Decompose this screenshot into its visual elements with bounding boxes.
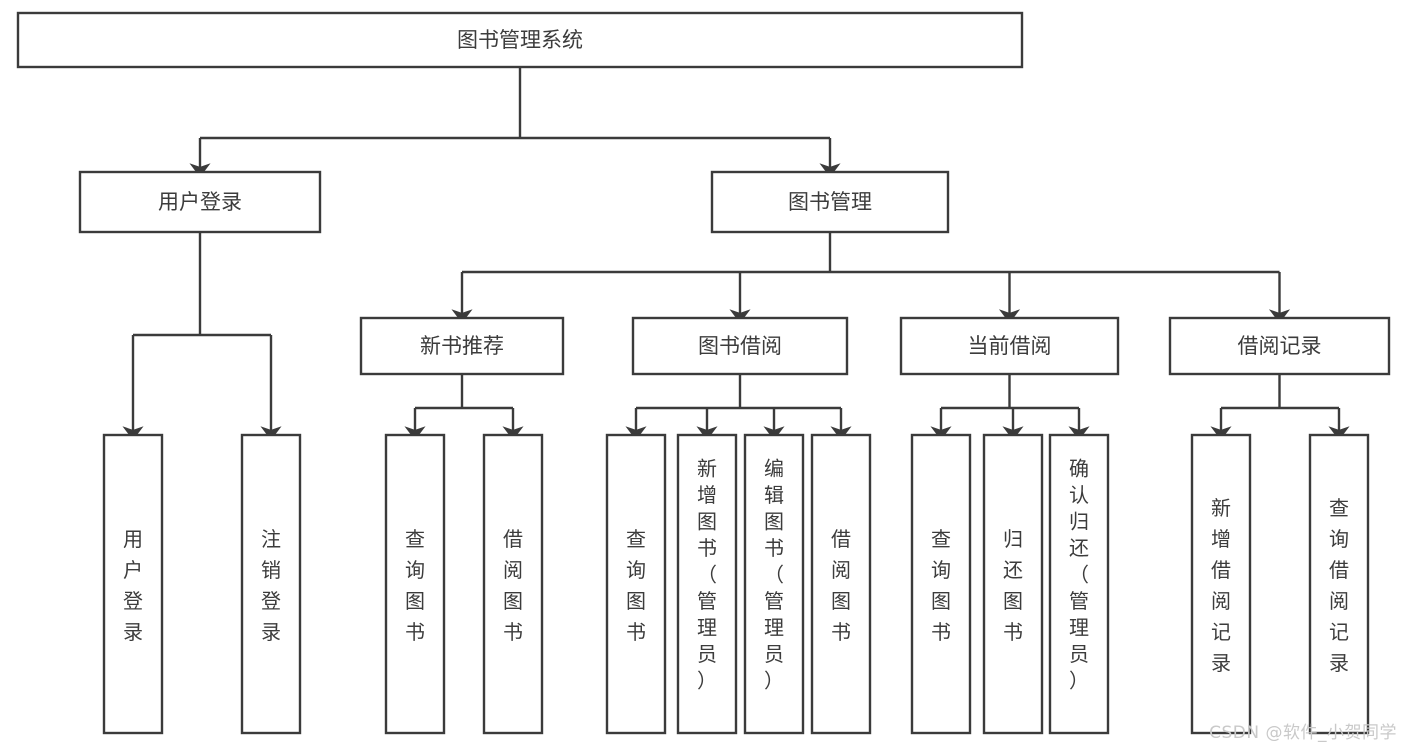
node-box-cb-return-book[interactable] xyxy=(982,433,1044,735)
node-new-book-recommend[interactable]: 新书推荐 xyxy=(359,316,565,376)
node-box-user-login-do[interactable] xyxy=(102,433,164,735)
node-bb-borrow-book[interactable]: 借阅图书 xyxy=(810,433,872,735)
node-book-borrow[interactable]: 图书借阅 xyxy=(631,316,849,376)
node-box-bb-add-book[interactable] xyxy=(676,433,738,735)
node-label-bb-edit-book: 编辑图书（管理员） xyxy=(764,457,784,693)
node-box-borrow-record[interactable] xyxy=(1168,316,1391,376)
node-label-br-query-record: 查询借阅记录 xyxy=(1329,496,1349,675)
node-box-user-login[interactable] xyxy=(78,170,322,234)
node-label-bb-add-book: 新增图书（管理员） xyxy=(697,457,717,693)
node-box-book-borrow[interactable] xyxy=(631,316,849,376)
node-box-bb-borrow-book[interactable] xyxy=(810,433,872,735)
node-bb-edit-book[interactable]: 编辑图书（管理员） xyxy=(743,433,805,735)
node-label-cb-confirm-return: 确认归还（管理员） xyxy=(1069,457,1089,693)
node-box-bb-edit-book[interactable] xyxy=(743,433,805,735)
node-box-new-book-recommend[interactable] xyxy=(359,316,565,376)
node-box-br-add-record[interactable] xyxy=(1190,433,1252,735)
node-label-borrow-record: 借阅记录 xyxy=(1238,334,1322,358)
node-box-nb-borrow-book[interactable] xyxy=(482,433,544,735)
node-bb-query-book[interactable]: 查询图书 xyxy=(605,433,667,735)
node-borrow-record[interactable]: 借阅记录 xyxy=(1168,316,1391,376)
node-box-nb-query-book[interactable] xyxy=(384,433,446,735)
node-cb-query-book[interactable]: 查询图书 xyxy=(910,433,972,735)
node-label-bb-query-book: 查询图书 xyxy=(626,527,646,644)
node-label-cb-return-book: 归还图书 xyxy=(1003,527,1023,644)
node-bb-add-book[interactable]: 新增图书（管理员） xyxy=(676,433,738,735)
node-label-user-login-do: 用户登录 xyxy=(123,527,143,644)
node-label-root: 图书管理系统 xyxy=(457,28,583,52)
node-label-nb-query-book: 查询图书 xyxy=(405,527,425,644)
node-label-book-manage: 图书管理 xyxy=(788,190,872,214)
node-label-current-borrow: 当前借阅 xyxy=(968,334,1052,358)
node-nb-query-book[interactable]: 查询图书 xyxy=(384,433,446,735)
node-label-nb-borrow-book: 借阅图书 xyxy=(503,527,523,644)
node-label-cb-query-book: 查询图书 xyxy=(931,527,951,644)
node-br-query-record[interactable]: 查询借阅记录 xyxy=(1308,433,1370,735)
node-label-new-book-recommend: 新书推荐 xyxy=(420,334,504,358)
node-box-br-query-record[interactable] xyxy=(1308,433,1370,735)
node-user-login[interactable]: 用户登录 xyxy=(78,170,322,234)
watermark-label: CSDN @软件_小贺同学 xyxy=(1209,723,1397,743)
node-box-cb-confirm-return[interactable] xyxy=(1048,433,1110,735)
node-label-user-logout: 注销登录 xyxy=(261,527,281,644)
node-user-logout[interactable]: 注销登录 xyxy=(240,433,302,735)
node-label-br-add-record: 新增借阅记录 xyxy=(1211,496,1231,675)
node-br-add-record[interactable]: 新增借阅记录 xyxy=(1190,433,1252,735)
node-cb-confirm-return[interactable]: 确认归还（管理员） xyxy=(1048,433,1110,735)
node-root[interactable]: 图书管理系统 xyxy=(16,11,1024,69)
node-cb-return-book[interactable]: 归还图书 xyxy=(982,433,1044,735)
node-box-bb-query-book[interactable] xyxy=(605,433,667,735)
node-label-user-login: 用户登录 xyxy=(158,190,242,214)
node-label-bb-borrow-book: 借阅图书 xyxy=(831,527,851,644)
node-box-book-manage[interactable] xyxy=(710,170,950,234)
node-box-user-logout[interactable] xyxy=(240,433,302,735)
node-box-cb-query-book[interactable] xyxy=(910,433,972,735)
node-box-root[interactable] xyxy=(16,11,1024,69)
node-nb-borrow-book[interactable]: 借阅图书 xyxy=(482,433,544,735)
node-boxes: 图书管理系统用户登录用户登录注销登录图书管理新书推荐查询图书借阅图书图书借阅查询… xyxy=(16,11,1391,735)
node-current-borrow[interactable]: 当前借阅 xyxy=(899,316,1120,376)
node-box-current-borrow[interactable] xyxy=(899,316,1120,376)
node-book-manage[interactable]: 图书管理 xyxy=(710,170,950,234)
node-user-login-do[interactable]: 用户登录 xyxy=(102,433,164,735)
connector-lines xyxy=(122,67,1350,441)
node-label-book-borrow: 图书借阅 xyxy=(698,334,782,358)
